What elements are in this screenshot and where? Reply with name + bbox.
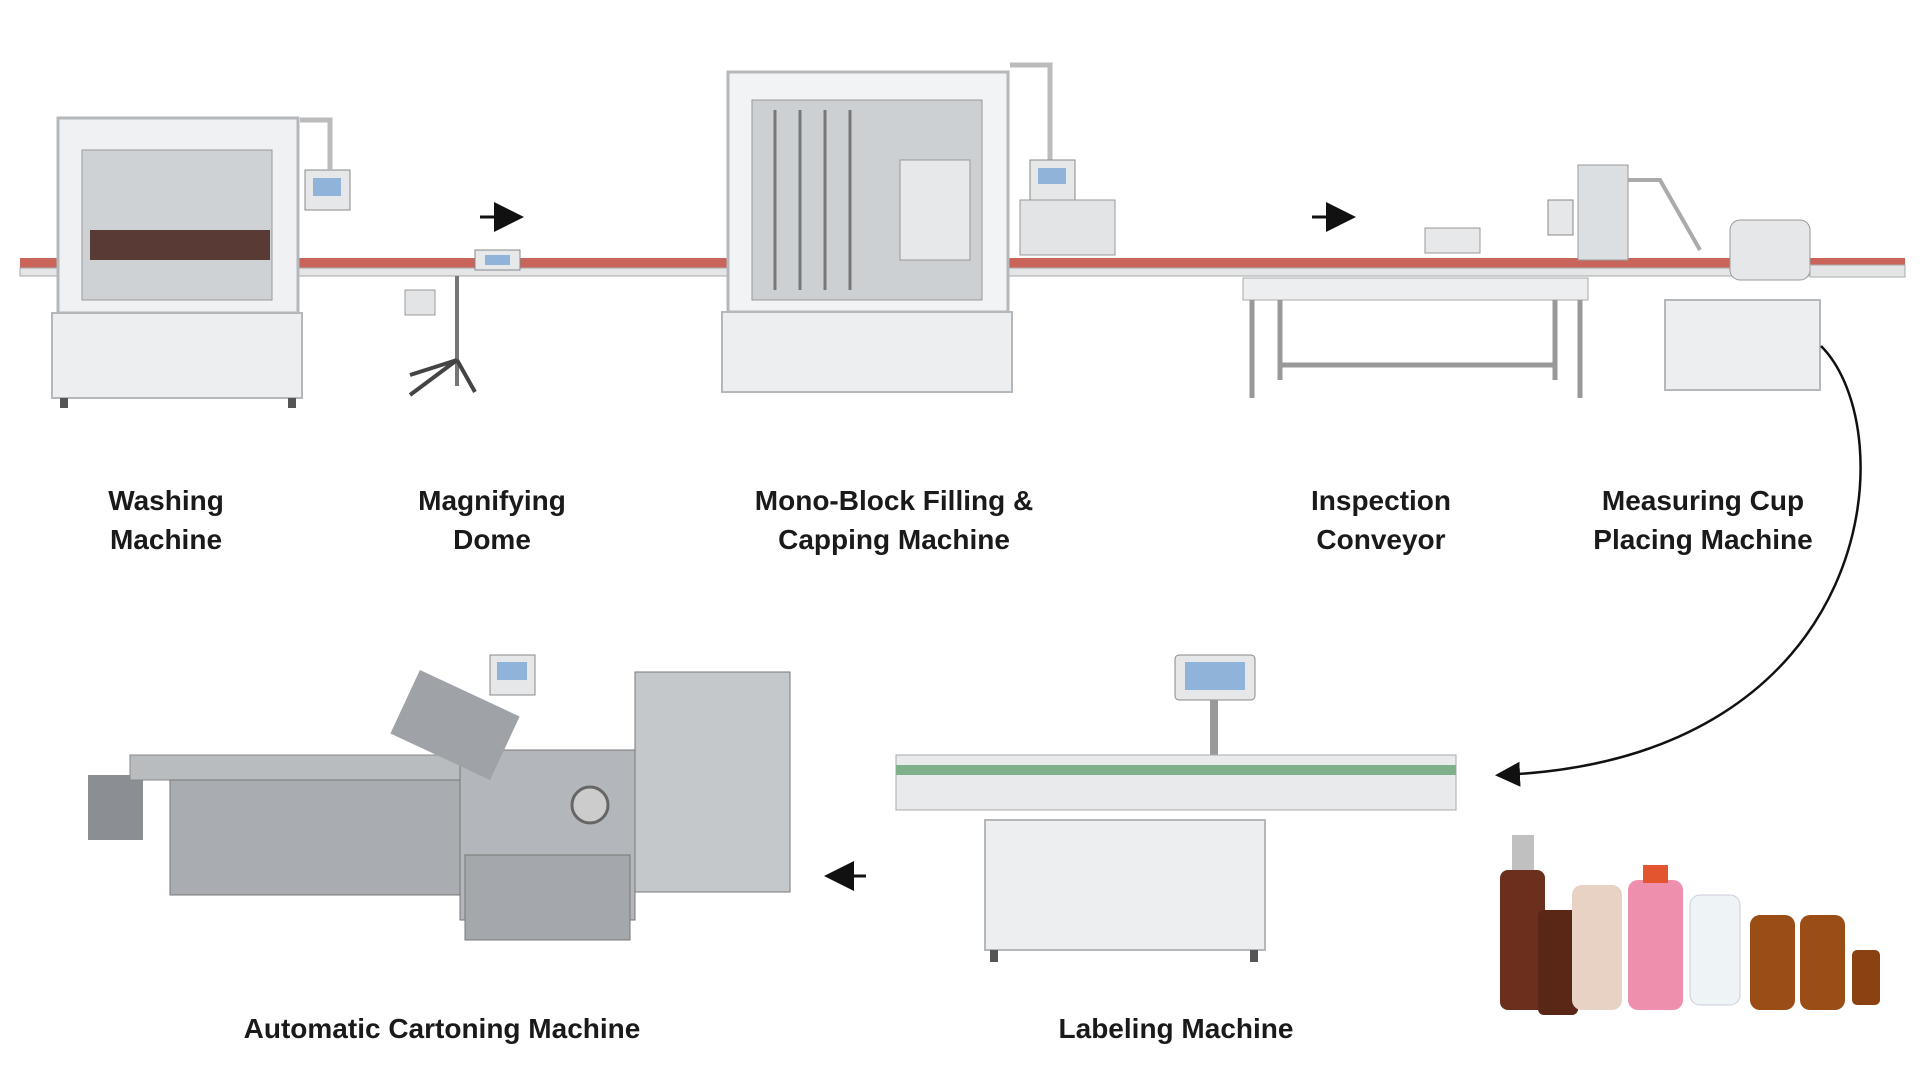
washing-machine-image	[51, 116, 351, 408]
mono-block-filling-capping-machine-image	[721, 62, 1116, 393]
label-mono-block: Mono-Block Filling & Capping Machine	[755, 481, 1033, 559]
flow-curved-arrow	[1495, 345, 1862, 787]
inspection-conveyor-image	[1242, 227, 1589, 398]
magnifying-dome-image	[404, 249, 521, 397]
label-line: Mono-Block Filling &	[754, 485, 1034, 516]
automatic-cartoning-machine-image	[88, 654, 791, 941]
label-line: Conveyor	[1316, 524, 1446, 555]
label-cartoning-machine: Automatic Cartoning Machine	[244, 1009, 641, 1048]
label-line: Measuring Cup	[1601, 485, 1805, 516]
labeling-machine-image	[895, 654, 1457, 962]
label-line: Dome	[453, 524, 531, 555]
label-line: Labeling Machine	[1058, 1013, 1294, 1044]
label-line: Placing Machine	[1593, 524, 1813, 555]
label-line: Machine	[109, 524, 223, 555]
measuring-cup-placing-machine-image	[1547, 164, 1906, 391]
label-line: Capping Machine	[778, 524, 1010, 555]
label-line: Magnifying	[418, 485, 566, 516]
label-line: Inspection	[1310, 485, 1452, 516]
label-labeling-machine: Labeling Machine	[1059, 1009, 1294, 1048]
label-line: Automatic Cartoning Machine	[243, 1013, 641, 1044]
pharma-bottles-image	[1500, 835, 1880, 1015]
label-line: Washing	[108, 485, 224, 516]
